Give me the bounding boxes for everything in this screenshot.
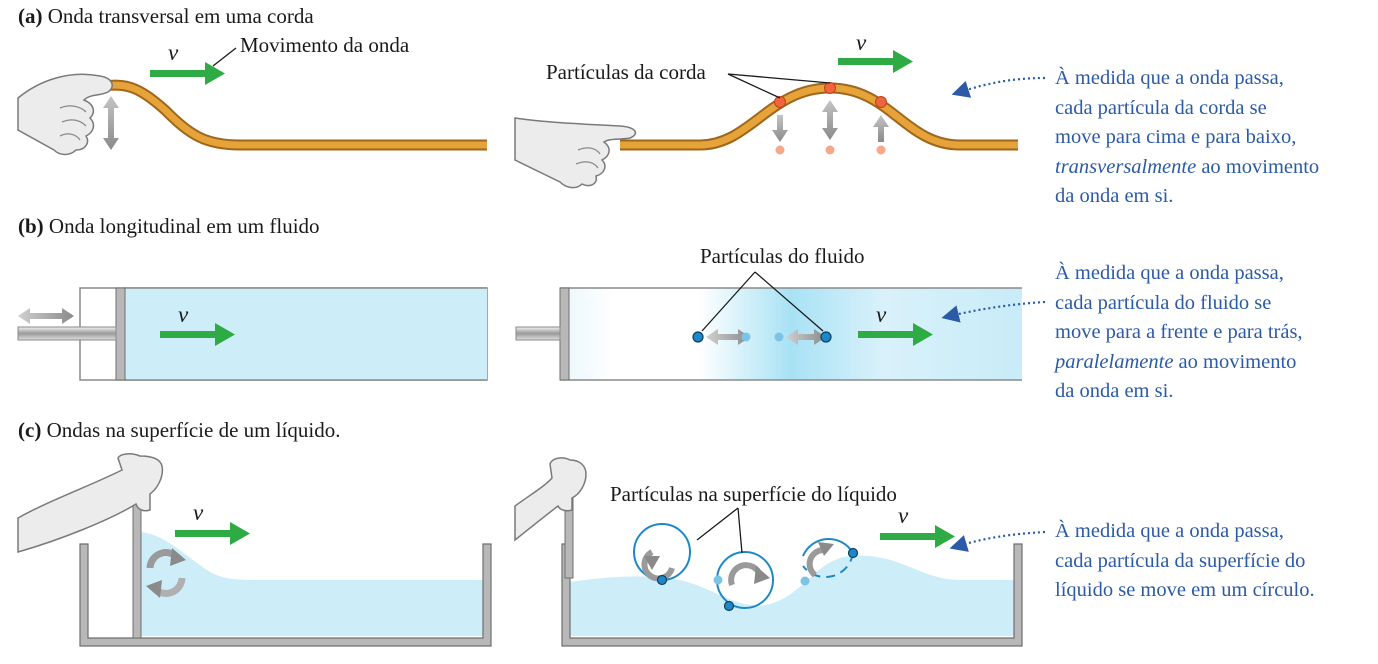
fluid-particle-ghost (741, 332, 751, 342)
velocity-arrow-icon (160, 323, 235, 346)
panel-b-left (17, 287, 488, 381)
fluid-particle-ghost (774, 332, 784, 342)
fluid-particles-label: Partículas do fluido (700, 244, 865, 268)
piston (559, 287, 570, 381)
velocity-arrow-icon (150, 62, 225, 85)
note-c: À medida que a onda passa, cada partícul… (1055, 520, 1315, 601)
section-title-a: (a) Onda transversal em uma corda (18, 4, 314, 28)
section-title-b: (b) Onda longitudinal em um fluido (18, 214, 320, 238)
velocity-arrow-icon (838, 50, 913, 73)
piston-rod (515, 326, 561, 341)
liquid (570, 555, 1014, 636)
panel-b-right (515, 271, 1046, 381)
fluid-particles (692, 329, 832, 345)
velocity-label: v (898, 503, 909, 528)
rope-particle (875, 96, 887, 108)
velocity-label: v (178, 302, 189, 327)
panel-a-left (17, 47, 487, 156)
orbit-circle (633, 523, 691, 581)
orbit-circle (802, 538, 854, 557)
rope (93, 79, 487, 151)
section-title-c: (c) Ondas na superfície de um líquido. (18, 418, 341, 442)
fluid-particle (692, 331, 704, 343)
rope-particle (824, 82, 836, 94)
velocity-label: v (856, 30, 867, 55)
circular-motion-icon (146, 548, 186, 598)
velocity-arrow-icon (880, 525, 955, 548)
note-b: À medida que a onda passa, cada partícul… (1055, 262, 1303, 402)
liquid (141, 532, 483, 636)
surface-particle-orbits (633, 523, 859, 612)
velocity-label: v (193, 500, 204, 525)
surface-particle (723, 600, 735, 612)
rope-particle-ghost (876, 145, 886, 155)
velocity-arrow-icon (175, 522, 250, 545)
particle-motion-arrows (772, 100, 889, 142)
pointer-dotted-arrow (951, 76, 1046, 98)
panel-c-right (514, 457, 1046, 647)
vertical-double-arrow-icon (103, 96, 119, 150)
panel-c-left (17, 453, 492, 647)
surface-particle (656, 574, 668, 586)
arm-icon (17, 453, 164, 553)
arm-icon (514, 457, 587, 542)
surface-particle (847, 547, 859, 559)
hand-icon (514, 117, 637, 189)
panel-a-right (514, 50, 1046, 189)
horizontal-double-arrow-icon (18, 308, 74, 324)
tank (79, 543, 492, 647)
surface-particle-ghost (713, 575, 723, 585)
pointer-dotted-arrow (941, 300, 1046, 323)
hand-icon (17, 73, 113, 156)
rope-particles (774, 82, 887, 155)
fluid-particle (820, 331, 832, 343)
velocity-label: v (168, 40, 179, 65)
velocity-arrow-icon (858, 323, 933, 346)
rope-particle-ghost (825, 145, 835, 155)
velocity-label: v (876, 302, 887, 327)
pointer-dotted-arrow (949, 530, 1046, 552)
note-a: À medida que a onda passa, cada partícul… (1055, 67, 1320, 207)
liquid-particles-label: Partículas na superfície do líquido (610, 482, 897, 506)
surface-particle-ghost (800, 576, 810, 586)
rope-particle-ghost (775, 145, 785, 155)
piston-rod (17, 326, 117, 341)
rope-particle (774, 96, 786, 108)
string-particles-label: Partículas da corda (546, 60, 706, 84)
piston (115, 287, 126, 381)
wave-motion-label: Movimento da onda (240, 33, 410, 57)
